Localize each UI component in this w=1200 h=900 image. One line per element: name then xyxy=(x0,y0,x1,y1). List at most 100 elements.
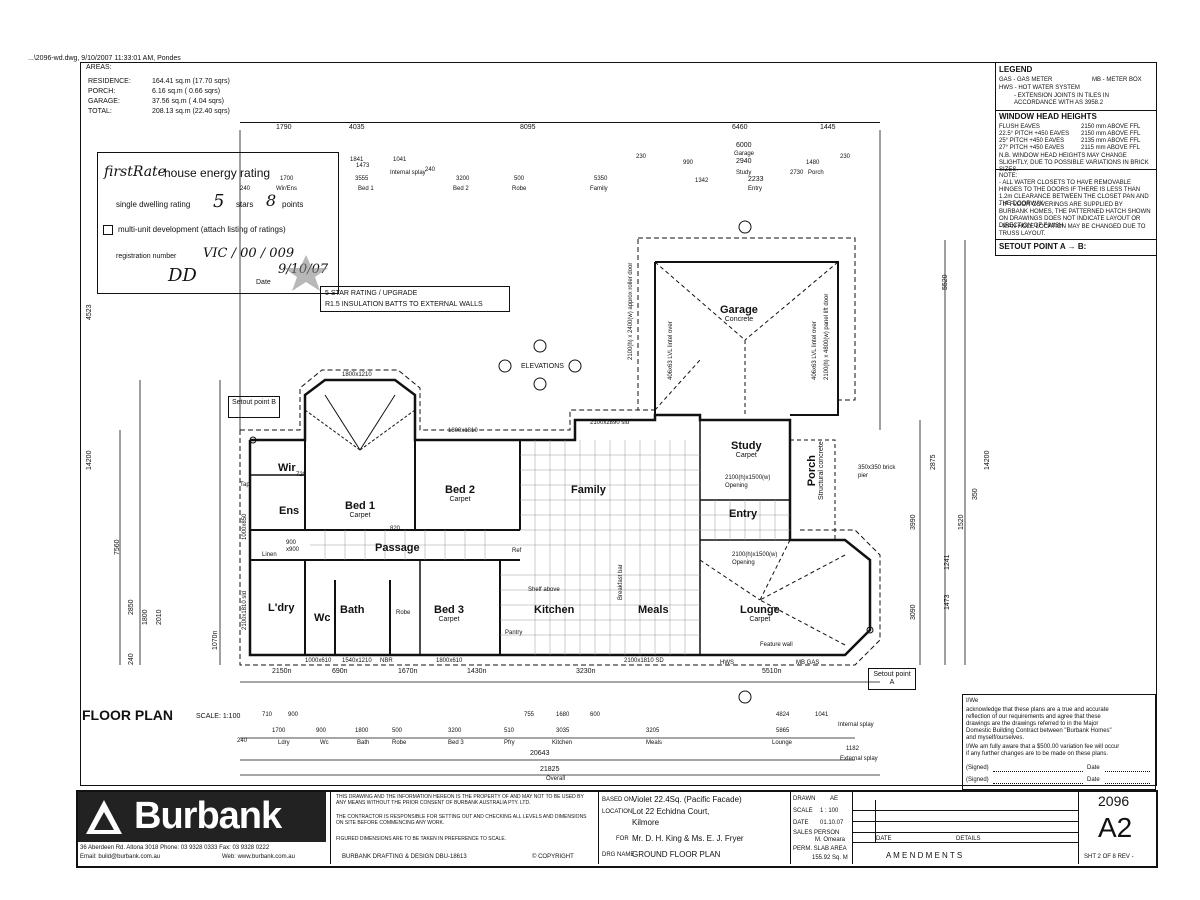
ack-line: Domestic Building Contract between "Burb… xyxy=(966,728,1112,734)
scale-label: SCALE xyxy=(793,808,813,814)
dim-label: Bed 1 xyxy=(358,186,374,192)
room-floor: Concrete xyxy=(724,316,754,323)
room-ens: Ens xyxy=(279,505,299,517)
setout-a-box: Setout point A xyxy=(868,668,916,690)
room-name: Wc xyxy=(314,612,331,624)
room-wc: Wc xyxy=(314,612,331,624)
ack-line: and myself/ourselves. xyxy=(966,735,1025,741)
setout-label: SETOUT POINT A → B: xyxy=(999,242,1087,251)
dim: 4523 xyxy=(86,304,93,320)
dim-label: Kitchen xyxy=(552,740,573,746)
ack-signed-label: (Signed) xyxy=(966,765,989,771)
area-label: RESIDENCE: xyxy=(88,78,131,85)
dim: 3205 xyxy=(646,728,660,734)
ack-signed-label: (Signed) xyxy=(966,777,989,783)
drafting-label: BURBANK DRAFTING & DESIGN DBU-18613 xyxy=(342,854,467,860)
room-meals: Meals xyxy=(638,604,669,616)
room-name: Kitchen xyxy=(534,604,575,616)
star-stamp-icon xyxy=(284,255,328,291)
dim-label: Entry xyxy=(748,186,763,192)
dim: 240 xyxy=(425,167,436,173)
dim: 500 xyxy=(392,728,403,734)
ack-line: I/We am fully aware that a $500.00 varia… xyxy=(966,744,1120,750)
room-name: Meals xyxy=(638,604,669,616)
room-bath: Bath xyxy=(340,604,364,616)
dim: 21825 xyxy=(540,766,560,773)
room-floor: Carpet xyxy=(438,616,460,623)
ack-line: if any further changes are to be made on… xyxy=(966,751,1109,757)
dim: 1700 xyxy=(280,176,294,182)
window-row-label: FLUSH EAVES xyxy=(999,124,1040,130)
dim: 6460 xyxy=(732,124,748,131)
hws-label: HWS xyxy=(720,660,734,666)
ack-line: acknowledge that these plans are a true … xyxy=(966,707,1109,713)
stars-value: 5 xyxy=(213,191,225,212)
company-email: Email: build@burbank.com.au xyxy=(80,854,161,860)
room-floor: Carpet xyxy=(449,496,471,503)
dim: 3035 xyxy=(556,728,570,734)
company-web: Web: www.burbank.com.au xyxy=(222,854,295,860)
dim: 1070n xyxy=(212,630,219,650)
points-value: 8 xyxy=(266,191,277,210)
room-kitchen: Kitchen xyxy=(534,604,574,616)
window-size: 1800x1210 xyxy=(342,372,372,378)
garage-door-note: 2100(h) x 4800(w) panel lift door xyxy=(824,293,830,380)
signature: DD xyxy=(168,265,197,286)
window-size: 1000x850 xyxy=(242,513,248,540)
dim-label: Wc xyxy=(320,740,329,746)
title-block xyxy=(76,790,1158,868)
legend-item: GAS - GAS METER xyxy=(999,77,1053,83)
dim: 690n xyxy=(332,668,348,675)
areas-title: AREAS: xyxy=(86,64,112,71)
job-number: 2096 xyxy=(1098,793,1130,809)
dim: 3555 xyxy=(355,176,369,182)
dim-label: Overall xyxy=(546,776,566,782)
dim: 7560 xyxy=(114,539,121,555)
area-label: GARAGE: xyxy=(88,98,120,105)
dim: 5350 xyxy=(594,176,608,182)
dim: 2730 xyxy=(790,170,804,176)
dim-label: Pfry xyxy=(504,740,515,746)
notes-box: 5 STAR RATING / UPGRADE R1.5 INSULATION … xyxy=(320,286,510,312)
multi-unit-label: multi-unit development (attach listing o… xyxy=(118,225,286,234)
logo-text: Burbank xyxy=(134,795,282,837)
window-size: 1800x610 xyxy=(436,658,463,664)
dim-label: Ldry xyxy=(278,740,290,746)
multi-unit-checkbox xyxy=(103,225,113,235)
company-address: 36 Aberdeen Rd. Altona 3018 Phone: 03 93… xyxy=(80,845,270,851)
room-name: Bed 1 xyxy=(345,500,375,512)
dim: 3990 xyxy=(910,514,917,530)
window-row-label: 25° PITCH +450 EAVES xyxy=(999,138,1065,144)
drawing-frame xyxy=(80,62,1157,786)
dim: 14200 xyxy=(984,450,991,470)
legend-item: MB - METER BOX xyxy=(1092,77,1142,83)
area-label: TOTAL: xyxy=(88,108,112,115)
dim: 710 xyxy=(262,712,273,718)
ack-line: drawings are the drawings referred to in… xyxy=(966,721,1099,727)
dim: 755 xyxy=(524,712,535,718)
garage-lintel-note: 406x63 LVL lintel over xyxy=(812,321,818,380)
area-value: 208.13 sq.m (22.40 sqrs) xyxy=(152,108,230,115)
location-value: Lot 22 Echidna Court, xyxy=(632,807,710,816)
legal-notice: THE CONTRACTOR IS RESPONSIBLE FOR SETTIN… xyxy=(336,814,587,826)
dim-label: External splay xyxy=(840,756,878,762)
room-name: Bed 3 xyxy=(434,604,464,616)
dim: 240 xyxy=(237,738,248,744)
room-family: Family xyxy=(571,484,606,496)
legend-item: HWS - HOT WATER SYSTEM xyxy=(999,85,1080,91)
energy-brand: firstRate xyxy=(104,164,166,180)
sheet-number: SHT 2 OF 8 REV - xyxy=(1084,854,1134,860)
room-floor: Carpet xyxy=(749,616,771,623)
dim: 4035 xyxy=(349,124,365,131)
legal-notice: THIS DRAWING AND THE INFORMATION HEREON … xyxy=(336,794,584,806)
window-row-value: 2135 mm ABOVE FFL xyxy=(1081,138,1141,144)
client-name: Mr. D. H. King & Ms. E. J. Fryer xyxy=(632,834,744,843)
dim-label: Robe xyxy=(512,186,527,192)
door-size: 820 xyxy=(390,526,401,532)
date-label: DATE xyxy=(793,820,809,826)
stars-label: stars xyxy=(236,200,254,209)
area-value: 164.41 sq.m (17.70 sqrs) xyxy=(152,78,230,85)
